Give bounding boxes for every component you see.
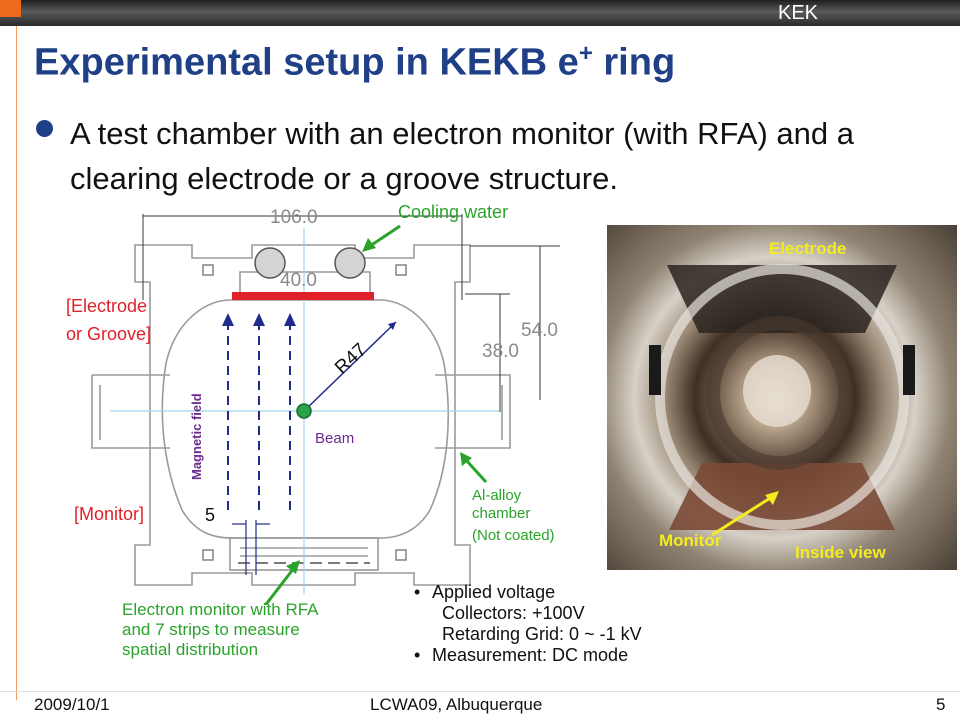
dim-electrode-width: 40.0 <box>280 270 317 291</box>
note-grid: Retarding Grid: 0 ~ -1 kV <box>442 624 642 644</box>
note-applied-text: Applied voltage <box>432 582 556 602</box>
title-superscript: + <box>578 40 593 67</box>
photo-monitor-label: Monitor <box>659 531 722 550</box>
dim-height: 54.0 <box>521 320 558 341</box>
footer-divider <box>0 691 960 692</box>
page-number: 5 <box>936 695 946 714</box>
title-main: Experimental setup in KEKB e <box>34 41 579 84</box>
gap-marker <box>232 520 270 575</box>
electron-monitor-line1: Electron monitor with RFA <box>122 600 319 619</box>
electron-monitor-line2: and 7 strips to measure <box>122 620 300 639</box>
photo-drawing <box>649 264 915 537</box>
monitor-label: [Monitor] <box>74 504 144 524</box>
photo-inside-view-label: Inside view <box>795 543 886 562</box>
chamber-label-line2: chamber <box>472 505 530 522</box>
beam-dot <box>296 403 312 419</box>
dim-width: 106.0 <box>270 207 318 228</box>
gap-label: 5 <box>205 505 215 525</box>
beam-label: Beam <box>315 430 354 447</box>
footer-date: 2009/10/1 <box>34 695 110 714</box>
chamber-label-line3: (Not coated) <box>472 527 555 544</box>
arrowheads <box>222 313 296 326</box>
chamber-label-line1: Al-alloy <box>472 487 522 504</box>
accent-line <box>16 26 17 700</box>
bullet-icon <box>36 120 53 137</box>
footer-venue: LCWA09, Albuquerque <box>370 695 543 714</box>
radius-arrowhead <box>388 322 396 330</box>
cooling-pipe-left <box>254 247 286 279</box>
electrode-label-line1: [Electrode <box>66 296 147 316</box>
bolt-holes <box>202 264 407 561</box>
radius-label: R47 <box>331 340 371 379</box>
dimension-lines <box>142 214 560 412</box>
pointer-arrows <box>263 224 488 605</box>
inside-view-photo: Electrode Monitor Inside view <box>607 225 957 570</box>
accent-tab <box>0 0 21 17</box>
dim-half-height: 38.0 <box>482 341 519 362</box>
cooling-water-label: Cooling water <box>398 202 508 222</box>
electrode-label-line2: or Groove] <box>66 324 151 344</box>
magnetic-field-lines <box>227 322 291 510</box>
chamber-diagram: 106.0 40.0 54.0 38.0 Cooling water [Elec… <box>66 202 560 605</box>
slide-title: Experimental setup in KEKB e+ ring <box>34 40 675 85</box>
note-bullet-icon: • <box>414 645 421 665</box>
note-measurement-text: Measurement: DC mode <box>432 645 629 665</box>
note-bullet-icon: • <box>414 582 421 602</box>
cooling-pipe-right <box>334 247 366 279</box>
note-collectors: Collectors: +100V <box>442 603 585 623</box>
note-applied-voltage: • Applied voltage <box>414 582 642 603</box>
kek-logo: KEK <box>778 2 819 24</box>
measurement-notes: • Applied voltage Collectors: +100V Retar… <box>414 582 642 666</box>
top-bar <box>0 0 960 26</box>
note-measurement: • Measurement: DC mode <box>414 645 642 666</box>
electron-monitor-line3: spatial distribution <box>122 640 259 659</box>
radius-line <box>303 321 397 412</box>
electron-monitor-caption: Electron monitor with RFA and 7 strips t… <box>122 600 422 660</box>
title-tail: ring <box>592 41 676 84</box>
photo-electrode-label: Electrode <box>769 239 847 258</box>
bullet-text: A test chamber with an electron monitor … <box>70 116 854 196</box>
electrode-bar <box>232 292 374 300</box>
magnetic-field-label: Magnetic field <box>189 393 204 480</box>
